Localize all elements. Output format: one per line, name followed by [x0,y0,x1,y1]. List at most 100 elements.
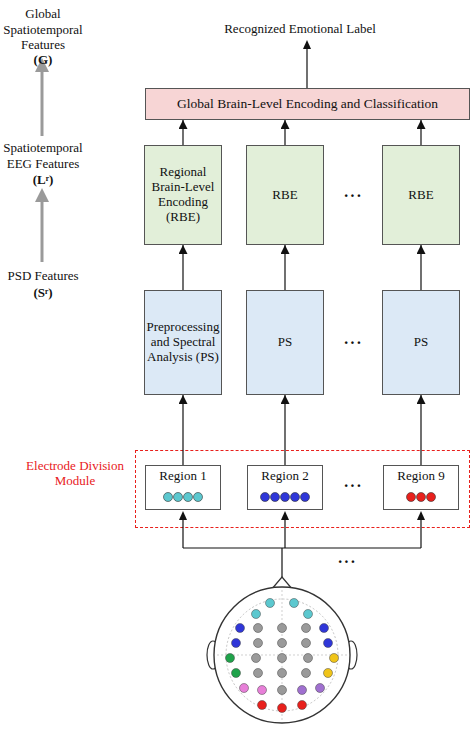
electrode [226,654,235,663]
flow-arrow [420,395,421,465]
electrode-dot [164,493,173,502]
electrode [236,624,245,633]
electrode [302,639,311,648]
box-label: Global Brain-Level Encoding and Classifi… [175,96,440,112]
output-label: Recognized Emotional Label [195,21,405,37]
flow-arrow [284,395,285,465]
electrode [278,654,287,663]
electrode [252,610,261,619]
box-label: Region 9 [395,469,446,484]
arrow-head [417,511,425,520]
electrode [324,669,333,678]
electrode-dot [194,493,203,502]
grid-line [217,655,347,656]
electrode [258,701,267,710]
electrode [232,639,241,648]
feature-caption: Spatiotemporal EEG Features [0,140,86,171]
electrode [258,686,267,695]
electrode [254,669,263,678]
electrode [304,610,313,619]
regional-encoder-box: RBE [382,145,460,245]
feature-caption: Global Spatiotemporal Features [0,6,86,53]
electrode [330,654,339,663]
electrode-dot [417,493,426,502]
arrow-head [35,58,49,72]
spectral-analysis-box: PS [382,290,460,395]
wire [420,520,421,548]
arrow-head [281,511,289,520]
box-label: Regional Brain-Level Encoding (RBE) [145,165,221,225]
electrode [240,684,249,693]
module-title: Electrode Division Module [22,459,128,489]
module-frame: Electrode Division ModuleRegion 1Region … [135,450,470,528]
flow-arrow [420,120,421,145]
box-label: RBE [270,188,299,203]
region-box: Region 9 [383,465,459,510]
regional-encoder-box: RBE [246,145,324,245]
ellipsis: ··· [328,186,378,205]
electrode [278,624,287,633]
head-illustration [207,577,357,723]
flow-arrow [420,245,421,290]
flow-arrow [41,200,44,262]
wire [284,520,285,548]
electrode [324,639,333,648]
regional-encoder-box: Regional Brain-Level Encoding (RBE) [144,145,222,245]
box-label: Region 1 [157,469,208,484]
electrode-dot [281,493,290,502]
electrode-dot [184,493,193,502]
flow-arrow [182,395,183,465]
region-box: Region 1 [145,465,221,510]
electrode [232,669,241,678]
ellipsis: ··· [328,476,378,495]
electrode [278,639,287,648]
ear [207,641,219,669]
electrode-dot [271,493,280,502]
nose [271,577,293,590]
flow-arrow [41,70,44,136]
electrode [320,624,329,633]
electrode-dot [427,493,436,502]
electrode [278,686,287,695]
wire [281,548,282,578]
electrode-dot [261,493,270,502]
head-outline [214,587,350,723]
ear [345,641,357,669]
electrode-dot [407,493,416,502]
arrow-head [303,40,311,49]
ellipsis: ··· [328,333,378,352]
box-label: PS [412,335,430,350]
electrode [302,624,311,633]
feature-caption: PSD Features [0,268,86,284]
flow-arrow [284,120,285,145]
electrode [254,639,263,648]
global-encoder-box: Global Brain-Level Encoding and Classifi… [145,88,470,120]
electrode-dot [301,493,310,502]
electrode [302,669,311,678]
electrode [290,599,299,608]
arrow-head [35,188,49,202]
feature-symbol: (Lʳ) [0,172,86,188]
electrode [252,654,261,663]
electrode-dot [291,493,300,502]
feature-symbol: (Sʳ) [0,285,86,301]
spectral-analysis-box: PS [246,290,324,395]
electrode [278,704,287,713]
feature-symbol: (G) [0,52,86,68]
electrode [316,684,325,693]
electrode [266,599,275,608]
wire [182,520,183,548]
electrode [298,686,307,695]
grid-line [282,590,283,720]
flow-arrow [284,245,285,290]
box-label: PS [276,335,294,350]
electrode-dot [174,493,183,502]
arrow-head [179,511,187,520]
flow-arrow [182,120,183,145]
spectral-analysis-box: Preprocessing and Spectral Analysis (PS) [144,290,222,395]
box-label: Preprocessing and Spectral Analysis (PS) [145,320,222,365]
region-box: Region 2 [247,465,323,510]
electrode [254,624,263,633]
region-electrodes [164,493,436,502]
